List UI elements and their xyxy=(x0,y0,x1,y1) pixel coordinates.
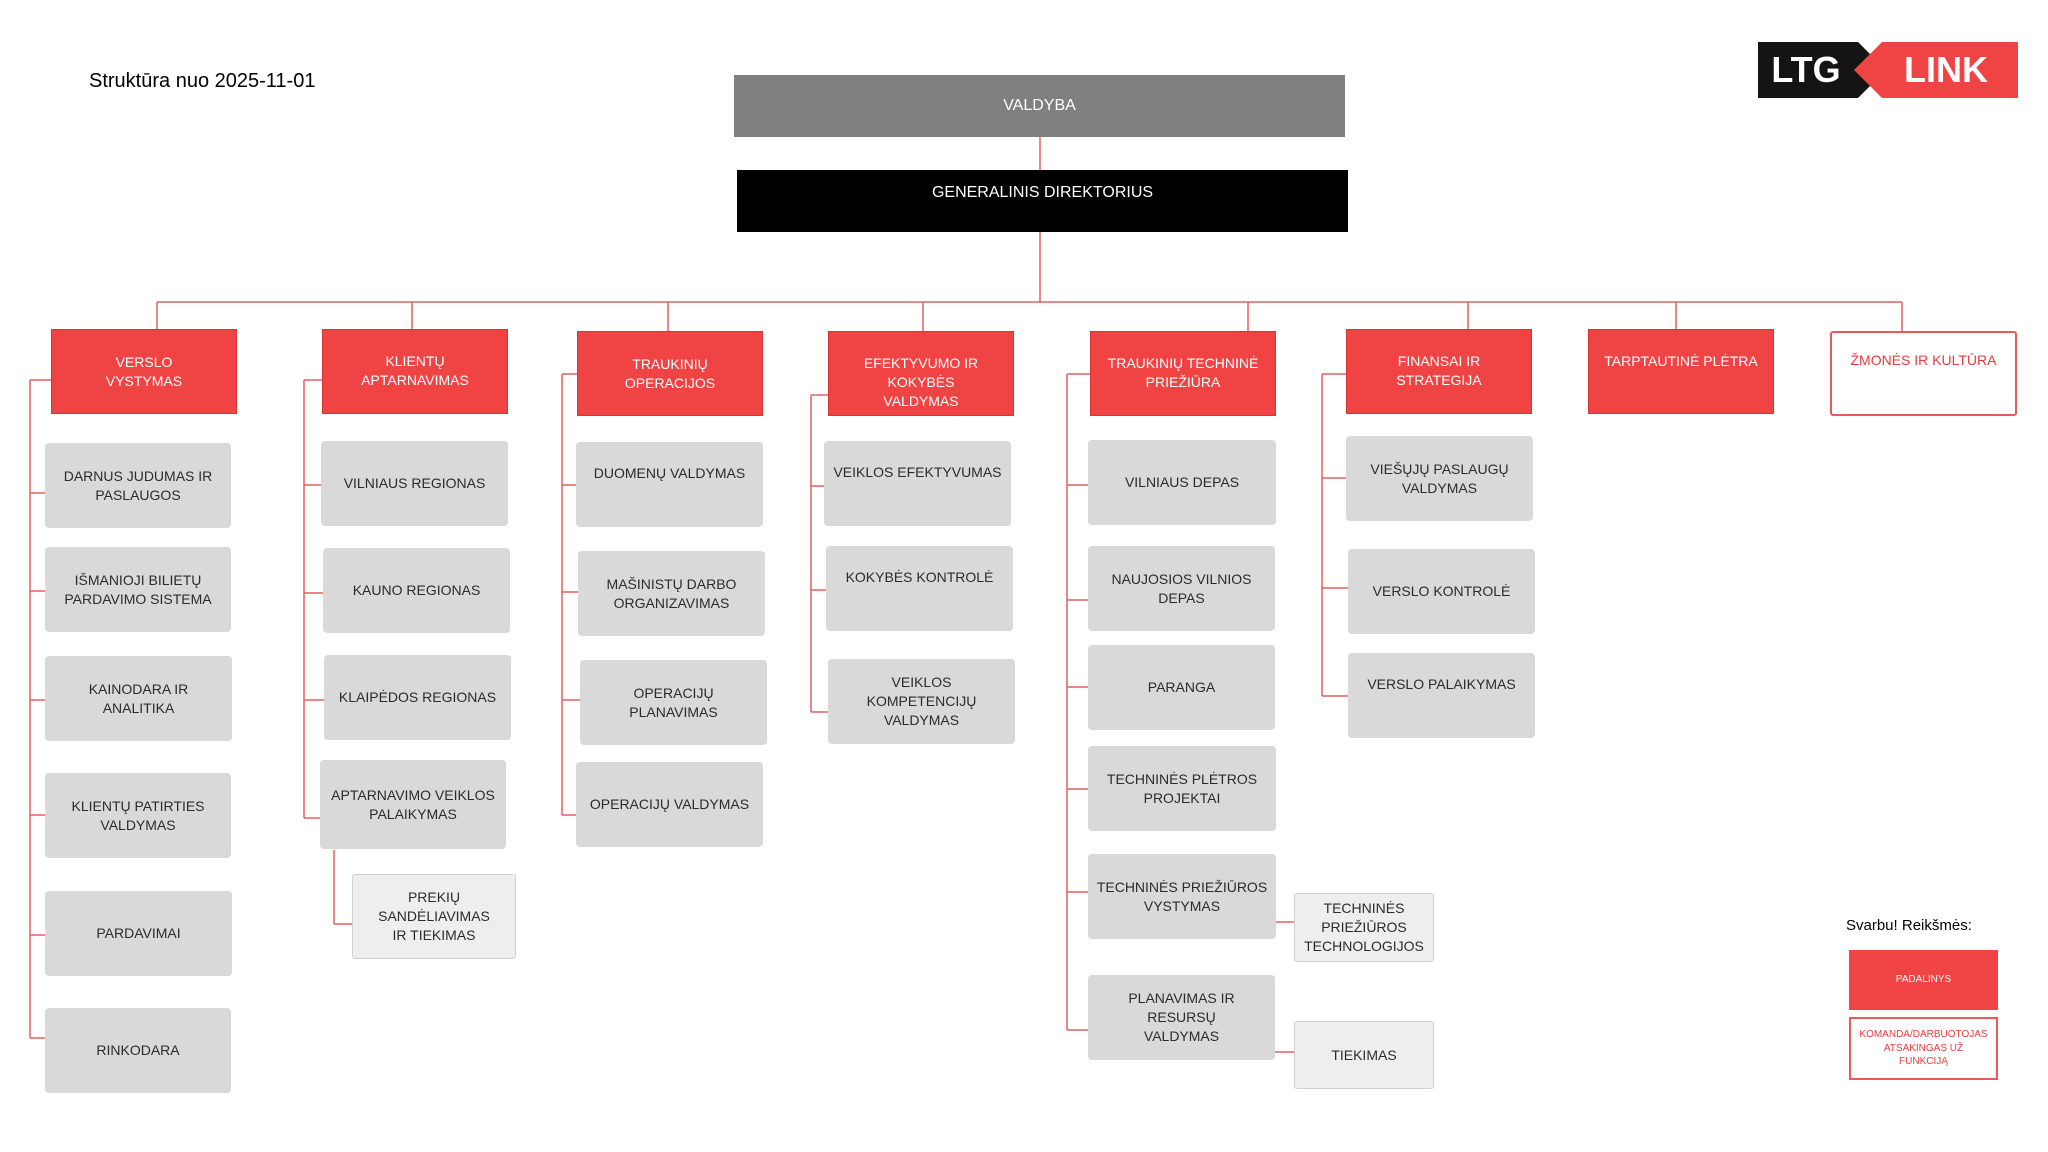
department-technine-prieziura: TRAUKINIŲ TECHNINĖ PRIEŽIŪRA xyxy=(1090,331,1276,416)
team-masinistu-darbas: MAŠINISTŲ DARBO ORGANIZAVIMAS xyxy=(578,551,765,636)
legend-title: Svarbu! Reikšmės: xyxy=(1846,917,1972,934)
team-bilietu-sistema: IŠMANIOJI BILIETŲ PARDAVIMO SISTEMA xyxy=(45,547,231,632)
team-operaciju-planavimas: OPERACIJŲ PLANAVIMAS xyxy=(580,660,767,745)
ceo-box: GENERALINIS DIREKTORIUS xyxy=(737,170,1348,232)
team-paranga: PARANGA xyxy=(1088,645,1275,730)
subteam-tiekimas: TIEKIMAS xyxy=(1294,1021,1434,1089)
department-efektyvumo-kokybes: EFEKTYVUMO IR KOKYBĖS VALDYMAS xyxy=(828,331,1014,416)
department-verslo-vystymas: VERSLO VYSTYMAS xyxy=(51,329,237,414)
legend-team-swatch: KOMANDA/DARBUOTOJAS ATSAKINGAS UŽ FUNKCI… xyxy=(1849,1017,1998,1080)
logo-text-right: LINK xyxy=(1904,49,1988,90)
subteam-prieziuros-technologijos: TECHNINĖS PRIEŽIŪROS TECHNOLOGIJOS xyxy=(1294,893,1434,962)
team-viesuju-paslaugu: VIEŠŲJŲ PASLAUGŲ VALDYMAS xyxy=(1346,436,1533,521)
team-veiklos-efektyvumas: VEIKLOS EFEKTYVUMAS xyxy=(824,441,1011,526)
team-klientu-patirtis: KLIENTŲ PATIRTIES VALDYMAS xyxy=(45,773,231,858)
team-verslo-kontrole: VERSLO KONTROLĖ xyxy=(1348,549,1535,634)
team-operaciju-valdymas: OPERACIJŲ VALDYMAS xyxy=(576,762,763,847)
team-klaipedos-regionas: KLAIPĖDOS REGIONAS xyxy=(324,655,511,740)
ltg-link-logo: LTG LINK xyxy=(1758,42,2018,98)
team-aptarnavimo-palaikymas: APTARNAVIMO VEIKLOS PALAIKYMAS xyxy=(320,760,506,849)
team-planavimas-resursai: PLANAVIMAS IR RESURSŲ VALDYMAS xyxy=(1088,975,1275,1060)
logo-text-left: LTG xyxy=(1771,49,1840,90)
team-rinkodara: RINKODARA xyxy=(45,1008,231,1093)
team-kokybes-kontrole: KOKYBĖS KONTROLĖ xyxy=(826,546,1013,631)
team-technines-pletros-projektai: TECHNINĖS PLĖTROS PROJEKTAI xyxy=(1088,746,1276,831)
team-duomenu-valdymas: DUOMENŲ VALDYMAS xyxy=(576,442,763,527)
department-tarptautine-pletra: TARPTAUTINĖ PLĖTRA xyxy=(1588,329,1774,414)
team-vilniaus-regionas: VILNIAUS REGIONAS xyxy=(321,441,508,526)
subteam-prekiu-sandeliavimas: PREKIŲ SANDĖLIAVIMAS IR TIEKIMAS xyxy=(352,874,516,959)
team-technines-prieziuros-vystymas: TECHNINĖS PRIEŽIŪROS VYSTYMAS xyxy=(1088,854,1276,939)
team-naujosios-vilnios-depas: NAUJOSIOS VILNIOS DEPAS xyxy=(1088,546,1275,631)
team-kompetenciju-valdymas: VEIKLOS KOMPETENCIJŲ VALDYMAS xyxy=(828,659,1015,744)
department-traukiniu-operacijos: TRAUKINIŲ OPERACIJOS xyxy=(577,331,763,416)
structure-date: Struktūra nuo 2025-11-01 xyxy=(89,70,316,92)
department-klientu-aptarnavimas: KLIENTŲ APTARNAVIMAS xyxy=(322,329,508,414)
board-box: VALDYBA xyxy=(734,75,1345,137)
team-kauno-regionas: KAUNO REGIONAS xyxy=(323,548,510,633)
team-vilniaus-depas: VILNIAUS DEPAS xyxy=(1088,440,1276,525)
team-verslo-palaikymas: VERSLO PALAIKYMAS xyxy=(1348,653,1535,738)
team-pardavimai: PARDAVIMAI xyxy=(45,891,232,976)
department-finansai-strategija: FINANSAI IR STRATEGIJA xyxy=(1346,329,1532,414)
legend-department-swatch: PADALINYS xyxy=(1849,950,1998,1010)
team-darnus-judumas: DARNUS JUDUMAS IR PASLAUGOS xyxy=(45,443,231,528)
department-zmones-kultura: ŽMONĖS IR KULTŪRA xyxy=(1830,331,2017,416)
team-kainodara: KAINODARA IR ANALITIKA xyxy=(45,656,232,741)
